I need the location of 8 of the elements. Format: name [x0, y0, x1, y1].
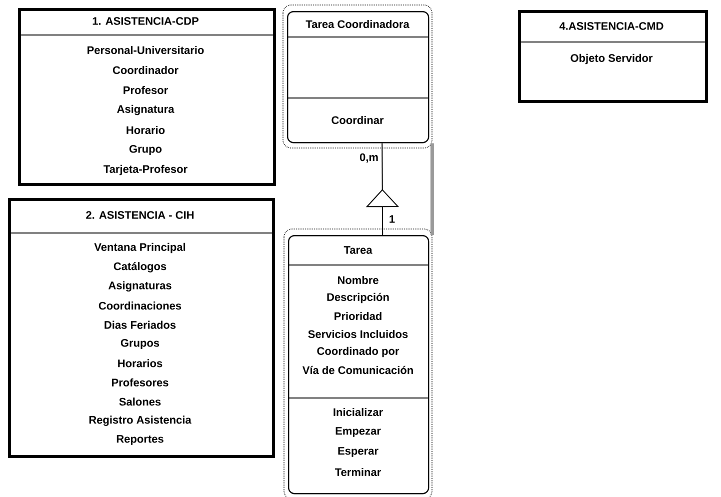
class-box: Tarea Coordinadora Coordinar	[282, 4, 432, 148]
subsystem-box: 4.ASISTENCIA-CMD Objeto Servidor	[518, 10, 708, 103]
multiplicity-label: 0,m	[360, 153, 378, 163]
multiplicity-label: 1	[390, 215, 395, 223]
message-connection	[430, 143, 434, 235]
subsystem-box: 1. ASISTENCIA-CDP Personal-Universitario Coordinador Profesor Asignatura Horario Grupo Tarjeta-Profesor	[18, 8, 276, 186]
class-box: Tarea Nombre Descripción Prioridad Servicios Incluidos Coordinado por Vía de Comunicación Inicializar Empezar Esperar Terminar	[284, 228, 432, 497]
subsystem-box: 2. ASISTENCIA - CIH Ventana Principal Catálogos Asignaturas Coordinaciones Dias Feriados Grupos Horarios Profesores Salones Registro Asistencia Reportes	[8, 198, 275, 458]
